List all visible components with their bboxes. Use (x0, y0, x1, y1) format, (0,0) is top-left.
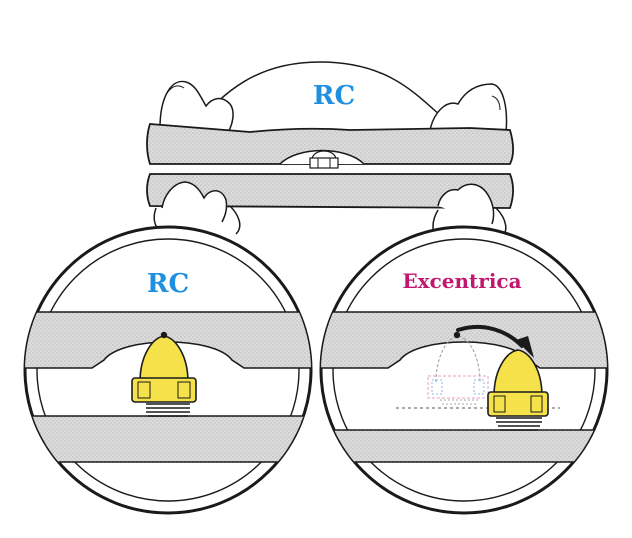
upper-teeth-right (429, 83, 508, 133)
lower-plate (146, 173, 514, 209)
upper-teeth-left (159, 80, 234, 133)
excentrica-label: Excentrica (402, 269, 521, 293)
rc-label: RC (147, 269, 189, 299)
lower-teeth-left (161, 181, 228, 223)
upper-plate (146, 123, 514, 165)
rc-lower-plate (25, 415, 311, 463)
exc-contact-dot (453, 331, 461, 339)
exc-bearing-pin (487, 349, 549, 431)
exc-ghost-pin (427, 335, 489, 405)
top-rc-label: RC (313, 81, 355, 111)
exc-lower-plate (321, 429, 607, 463)
central-pin-small (309, 150, 339, 169)
rc-detail-circle: RC (23, 225, 313, 515)
rc-bearing-pin (131, 331, 197, 417)
lower-teeth-right (437, 183, 495, 225)
exc-movement-arrow (456, 324, 524, 348)
excentrica-detail-circle: Excentrica (319, 225, 609, 515)
top-model: RC (146, 61, 514, 241)
